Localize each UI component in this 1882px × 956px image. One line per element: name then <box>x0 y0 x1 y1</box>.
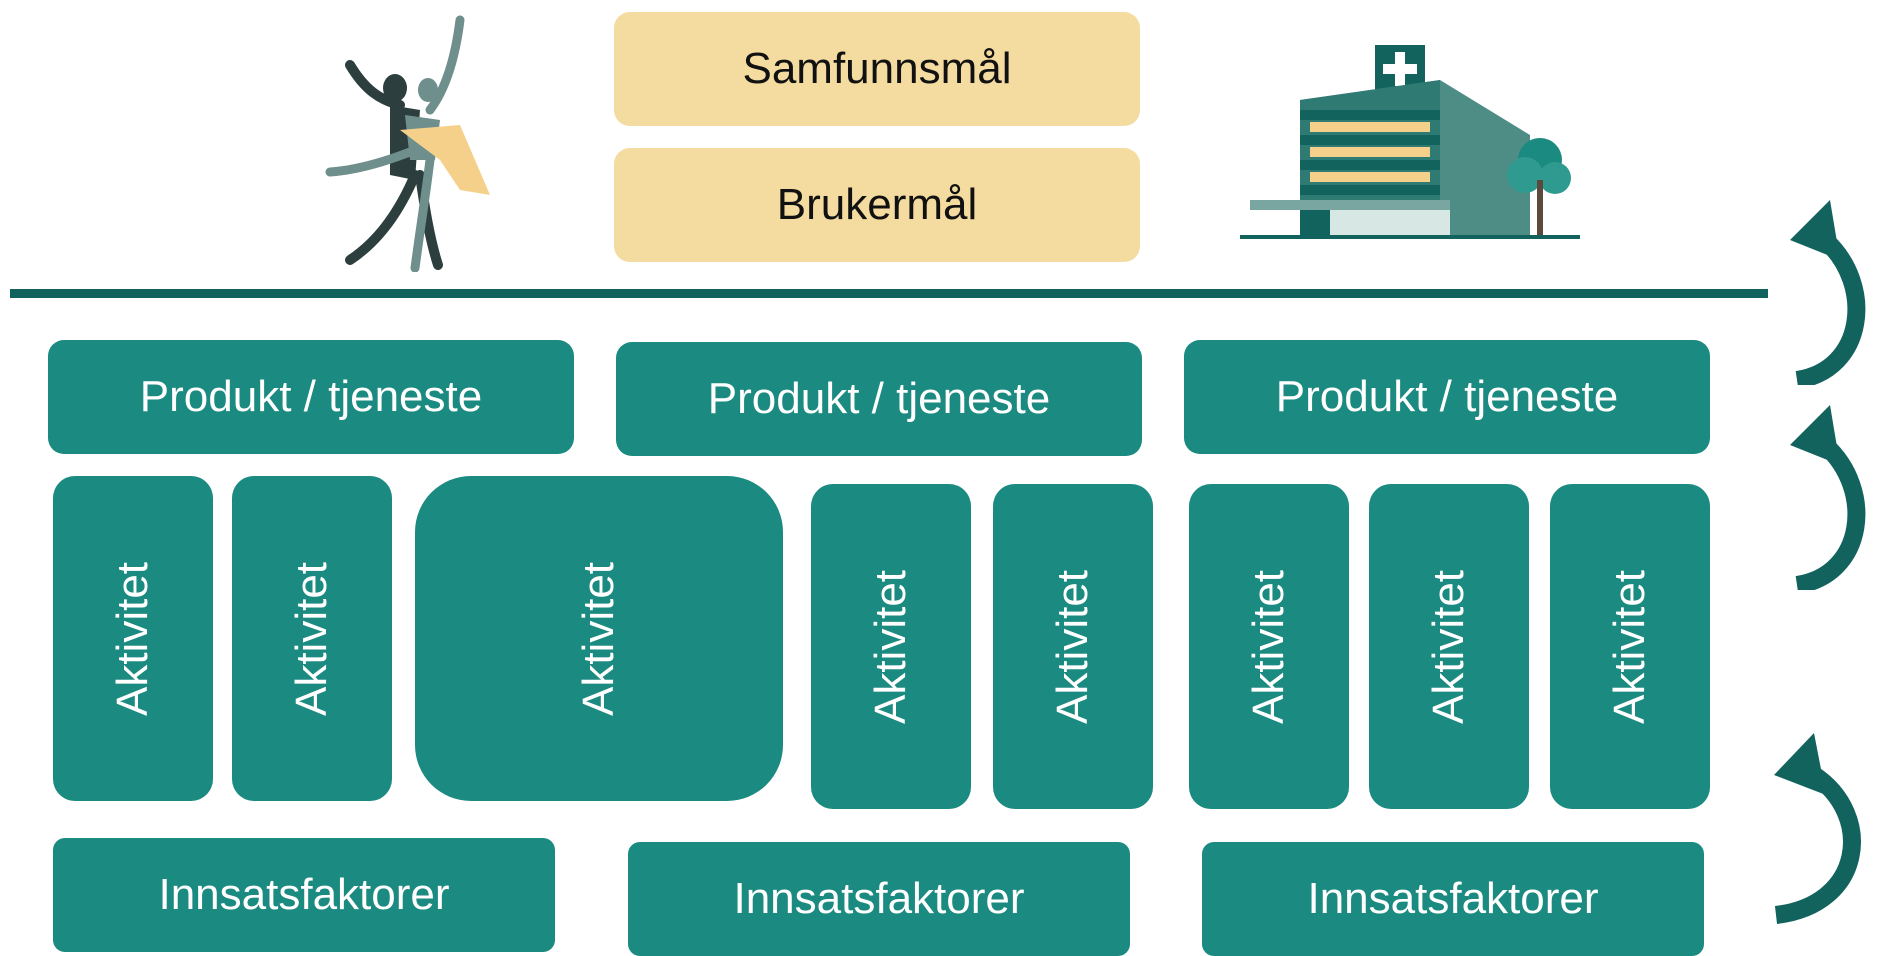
activity-box: Aktivitet <box>232 476 392 801</box>
activity-box: Aktivitet <box>993 484 1153 809</box>
activity-box: Aktivitet <box>415 476 783 801</box>
activity-box: Aktivitet <box>1550 484 1710 809</box>
product-box: Produkt / tjeneste <box>48 340 574 454</box>
input-label: Innsatsfaktorer <box>158 870 450 919</box>
brukermal-box: Brukermål <box>614 148 1140 262</box>
input-box: Innsatsfaktorer <box>628 842 1130 956</box>
input-label: Innsatsfaktorer <box>733 874 1025 923</box>
activity-label: Aktivitet <box>865 569 915 724</box>
activity-box: Aktivitet <box>811 484 971 809</box>
activity-label: Aktivitet <box>1243 569 1293 724</box>
curved-arrow-icon <box>1774 733 1861 924</box>
samfunnsmal-label: Samfunnsmål <box>742 44 1012 93</box>
product-label: Produkt / tjeneste <box>707 374 1051 423</box>
hospital-illustration <box>1240 45 1580 239</box>
activity-label: Aktivitet <box>286 561 336 716</box>
input-box: Innsatsfaktorer <box>53 838 555 952</box>
product-label: Produkt / tjeneste <box>1275 372 1619 421</box>
activity-label: Aktivitet <box>573 561 623 716</box>
input-label: Innsatsfaktorer <box>1307 874 1599 923</box>
curved-arrow-icon <box>1790 405 1866 590</box>
brukermal-label: Brukermål <box>776 180 978 229</box>
activity-label: Aktivitet <box>1047 569 1097 724</box>
activity-box: Aktivitet <box>1189 484 1349 809</box>
activity-label: Aktivitet <box>1604 569 1654 724</box>
product-label: Produkt / tjeneste <box>139 372 483 421</box>
divider-line <box>10 289 1768 298</box>
activity-box: Aktivitet <box>53 476 213 801</box>
activity-box: Aktivitet <box>1369 484 1529 809</box>
activity-label: Aktivitet <box>1423 569 1473 724</box>
input-box: Innsatsfaktorer <box>1202 842 1704 956</box>
activity-label: Aktivitet <box>107 561 157 716</box>
product-box: Produkt / tjeneste <box>1184 340 1710 454</box>
product-box: Produkt / tjeneste <box>616 342 1142 456</box>
curved-arrow-icon <box>1790 200 1866 385</box>
dancers-illustration <box>325 15 490 272</box>
samfunnsmal-box: Samfunnsmål <box>614 12 1140 126</box>
